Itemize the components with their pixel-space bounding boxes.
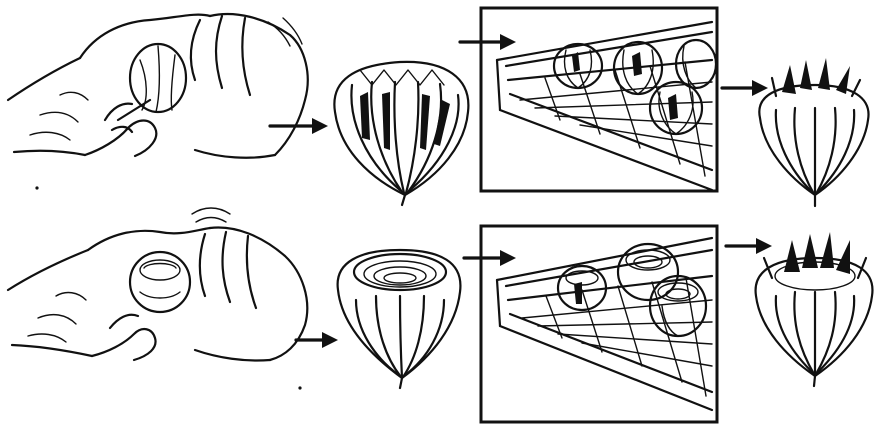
arrow-icon bbox=[726, 238, 772, 254]
fruit-on-drying-rack-icon bbox=[497, 22, 716, 190]
panel-frame bbox=[481, 8, 717, 191]
hand-cutting-fruit-icon bbox=[8, 14, 308, 190]
dried-fruit-spiky-top-icon bbox=[759, 58, 868, 206]
fruit-icon bbox=[650, 82, 702, 134]
fruit-icon bbox=[618, 244, 678, 300]
dried-hollowed-fruit-spiky-top-icon bbox=[756, 232, 873, 386]
fruit-icon bbox=[554, 44, 602, 88]
fruit-icon bbox=[650, 276, 706, 336]
arrow-icon bbox=[296, 332, 338, 348]
hollowed-fruit-on-drying-rack-icon bbox=[497, 238, 712, 410]
hollowed-fruit-icon bbox=[338, 250, 461, 388]
arrow-icon bbox=[460, 34, 516, 50]
scored-fruit-petals-open-icon bbox=[334, 62, 468, 205]
arrow-icon bbox=[464, 250, 516, 266]
hand-hollowing-fruit-icon bbox=[8, 208, 307, 390]
arrow-icon bbox=[722, 80, 768, 96]
